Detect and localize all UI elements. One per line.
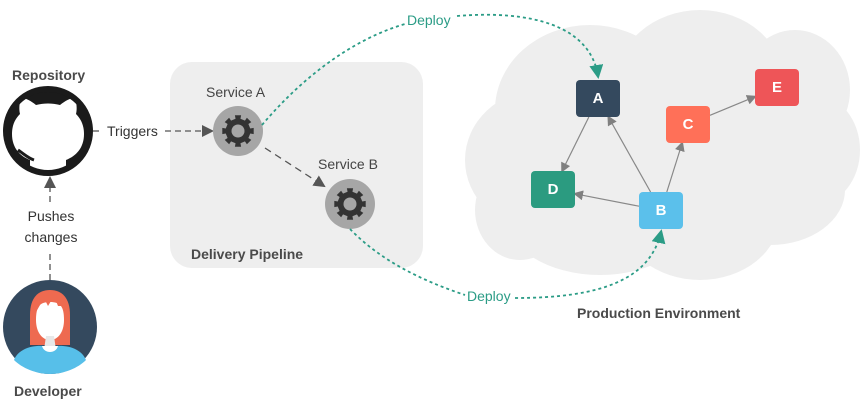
deploy-a-curve-end [456,13,604,79]
service-b-label: Service B [318,156,378,172]
deploy-b-curve [349,228,466,296]
github-octocat-icon[interactable] [3,86,93,176]
repository-label: Repository [12,67,86,83]
link-b-to-c [666,141,685,193]
deploy-b-curve-end [514,229,666,299]
production-cloud [465,10,860,280]
link-a-to-d [561,116,590,173]
triggers-label: Triggers [104,123,161,139]
service-b-gear-icon[interactable] [325,179,375,229]
production-environment-title: Production Environment [577,305,741,321]
link-b-to-d [573,190,640,207]
service-a-label: Service A [206,84,266,100]
deploy-a-curve [261,23,406,126]
node-d[interactable]: D [531,171,575,208]
service-a-gear-icon[interactable] [213,106,263,156]
deploy-a-label: Deploy [407,12,451,28]
node-e[interactable]: E [755,69,799,106]
delivery-pipeline-title: Delivery Pipeline [191,246,304,262]
node-b[interactable]: B [639,192,683,229]
node-a[interactable]: A [576,80,620,117]
deploy-b-label: Deploy [467,288,511,304]
pushes-label-line1: Pushes [26,208,76,224]
node-c[interactable]: C [666,106,710,143]
developer-label: Developer [14,383,82,399]
pushes-label-line2: changes [22,229,80,245]
developer-avatar-icon[interactable] [3,280,97,374]
link-b-to-a [607,115,652,193]
link-c-to-e [709,95,757,116]
